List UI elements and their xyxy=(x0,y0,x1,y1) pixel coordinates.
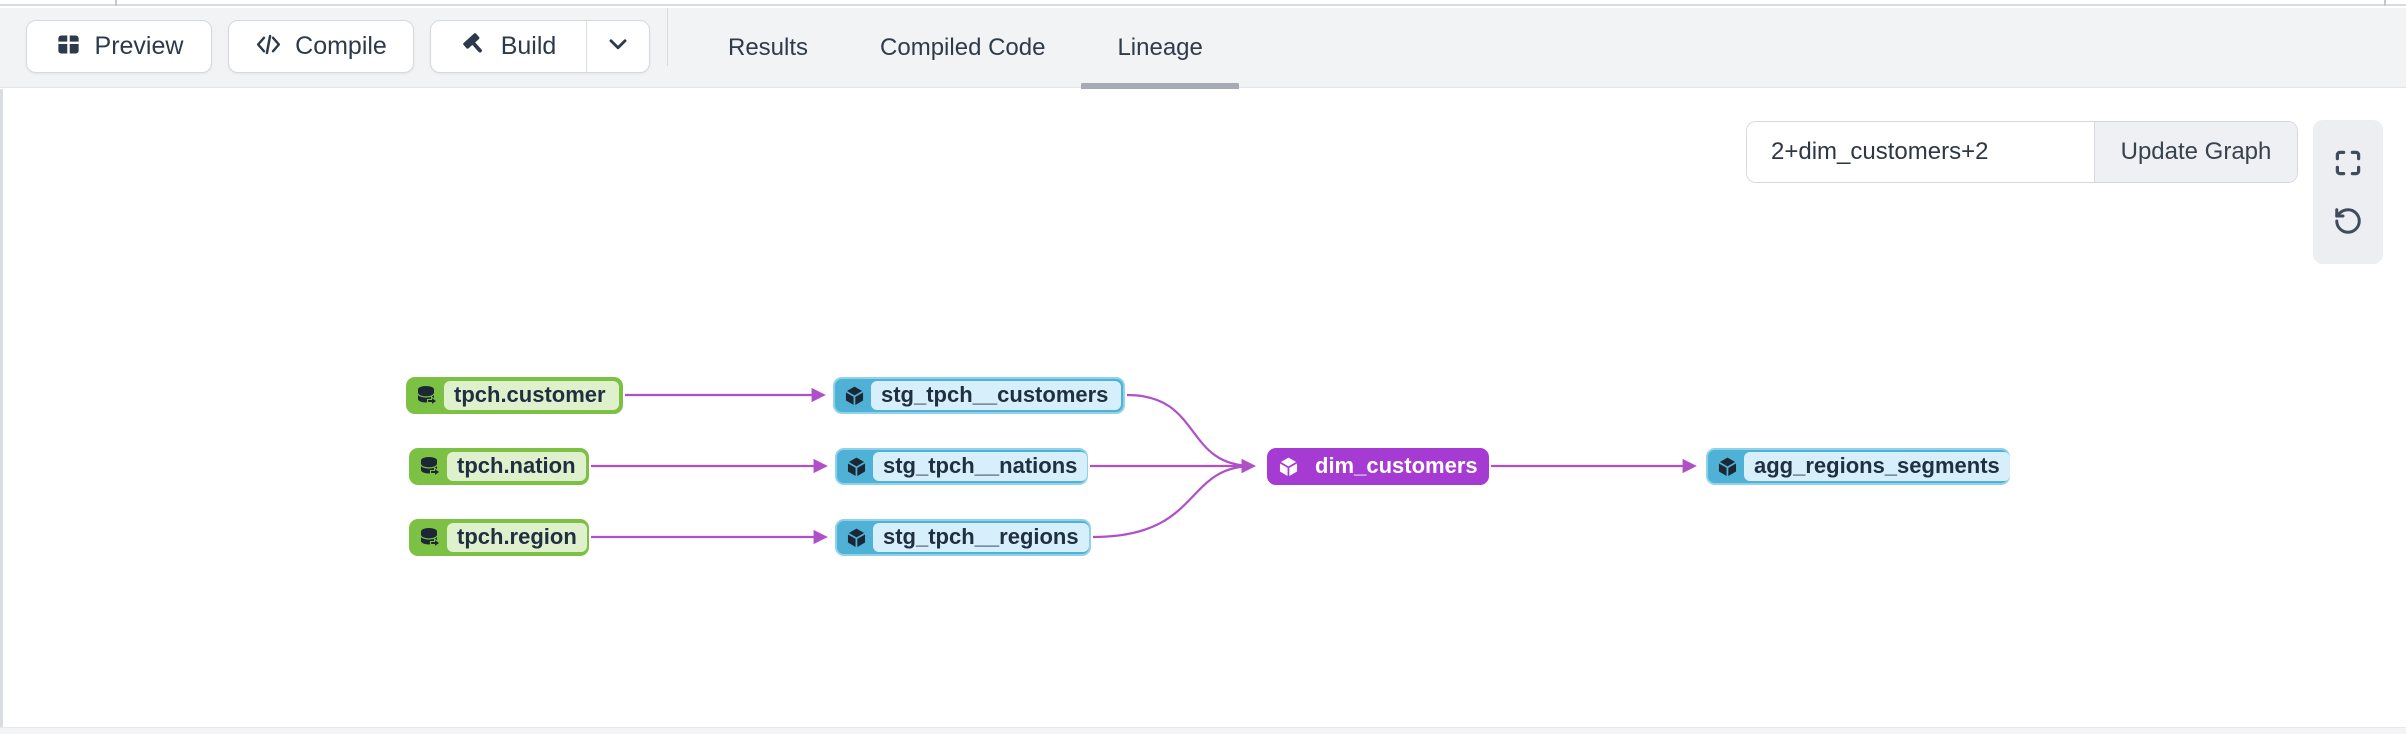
node-label: tpch.customer xyxy=(444,381,619,410)
bottom-pane-edge xyxy=(0,727,2406,734)
lineage-node-source-tpch-customer[interactable]: tpch.customer xyxy=(406,377,623,414)
cube-icon xyxy=(1271,452,1305,481)
cube-icon xyxy=(839,523,873,552)
build-button[interactable]: Build xyxy=(431,21,586,72)
lineage-edges xyxy=(591,387,1697,545)
tab-compiled-code[interactable]: Compiled Code xyxy=(844,8,1081,88)
fullscreen-button[interactable] xyxy=(2328,143,2368,183)
lineage-node-model-agg-regions-segments[interactable]: agg_regions_segments xyxy=(1706,448,2010,485)
database-icon xyxy=(413,523,447,552)
chevron-down-icon xyxy=(605,31,631,62)
lineage-canvas[interactable]: tpch.customer tpch.nation tpch.region xyxy=(0,89,2406,727)
node-label: stg_tpch__nations xyxy=(873,452,1088,481)
node-label: stg_tpch__customers xyxy=(871,381,1121,410)
lineage-node-model-stg-tpch-customers[interactable]: stg_tpch__customers xyxy=(833,377,1125,414)
toolbar-divider xyxy=(667,8,668,66)
hammer-icon xyxy=(461,31,488,63)
code-icon xyxy=(255,31,282,63)
model-selector-input[interactable] xyxy=(1747,122,2094,182)
pane-resize-handle[interactable] xyxy=(0,0,2406,6)
preview-button[interactable]: Preview xyxy=(26,20,212,73)
result-tabs: Results Compiled Code Lineage xyxy=(692,8,1239,90)
rotate-ccw-icon xyxy=(2335,208,2361,234)
compile-button[interactable]: Compile xyxy=(228,20,414,73)
scrollbar-tick xyxy=(2384,0,2386,6)
node-label: tpch.nation xyxy=(447,452,586,481)
model-selector: Update Graph xyxy=(1746,121,2298,183)
update-graph-button[interactable]: Update Graph xyxy=(2094,122,2297,182)
lineage-node-model-stg-tpch-regions[interactable]: stg_tpch__regions xyxy=(835,519,1091,556)
active-tab-underline xyxy=(1081,83,1239,90)
compile-button-label: Compile xyxy=(295,32,387,60)
preview-button-label: Preview xyxy=(94,32,184,60)
tab-lineage[interactable]: Lineage xyxy=(1081,8,1239,90)
node-label: dim_customers xyxy=(1315,452,1478,478)
build-options-button[interactable] xyxy=(587,21,649,72)
build-button-group: Build xyxy=(430,20,650,73)
cube-icon xyxy=(1710,452,1744,481)
lineage-node-model-dim-customers-selected[interactable]: dim_customers xyxy=(1267,448,1489,485)
reset-view-button[interactable] xyxy=(2328,201,2368,241)
lineage-node-model-stg-tpch-nations[interactable]: stg_tpch__nations xyxy=(835,448,1088,485)
cube-icon xyxy=(837,381,871,410)
lineage-node-source-tpch-region[interactable]: tpch.region xyxy=(409,519,589,556)
graph-controls-panel xyxy=(2313,120,2383,264)
node-label: stg_tpch__regions xyxy=(873,523,1089,552)
build-button-label: Build xyxy=(500,32,557,60)
pane-divider-tick xyxy=(115,0,117,6)
database-icon xyxy=(410,381,444,410)
tab-compiled-code-label: Compiled Code xyxy=(880,34,1046,61)
database-icon xyxy=(413,452,447,481)
node-label: agg_regions_segments xyxy=(1744,452,2010,481)
lineage-node-source-tpch-nation[interactable]: tpch.nation xyxy=(409,448,589,485)
tab-results-label: Results xyxy=(728,34,809,61)
build-group-divider xyxy=(586,21,587,72)
cube-icon xyxy=(839,452,873,481)
results-toolbar: Preview Compile Build xyxy=(0,8,2406,90)
node-label: tpch.region xyxy=(447,523,587,552)
tab-results[interactable]: Results xyxy=(692,8,844,88)
tab-lineage-label: Lineage xyxy=(1117,34,1203,61)
table-icon xyxy=(55,31,82,63)
fullscreen-icon xyxy=(2335,150,2361,176)
